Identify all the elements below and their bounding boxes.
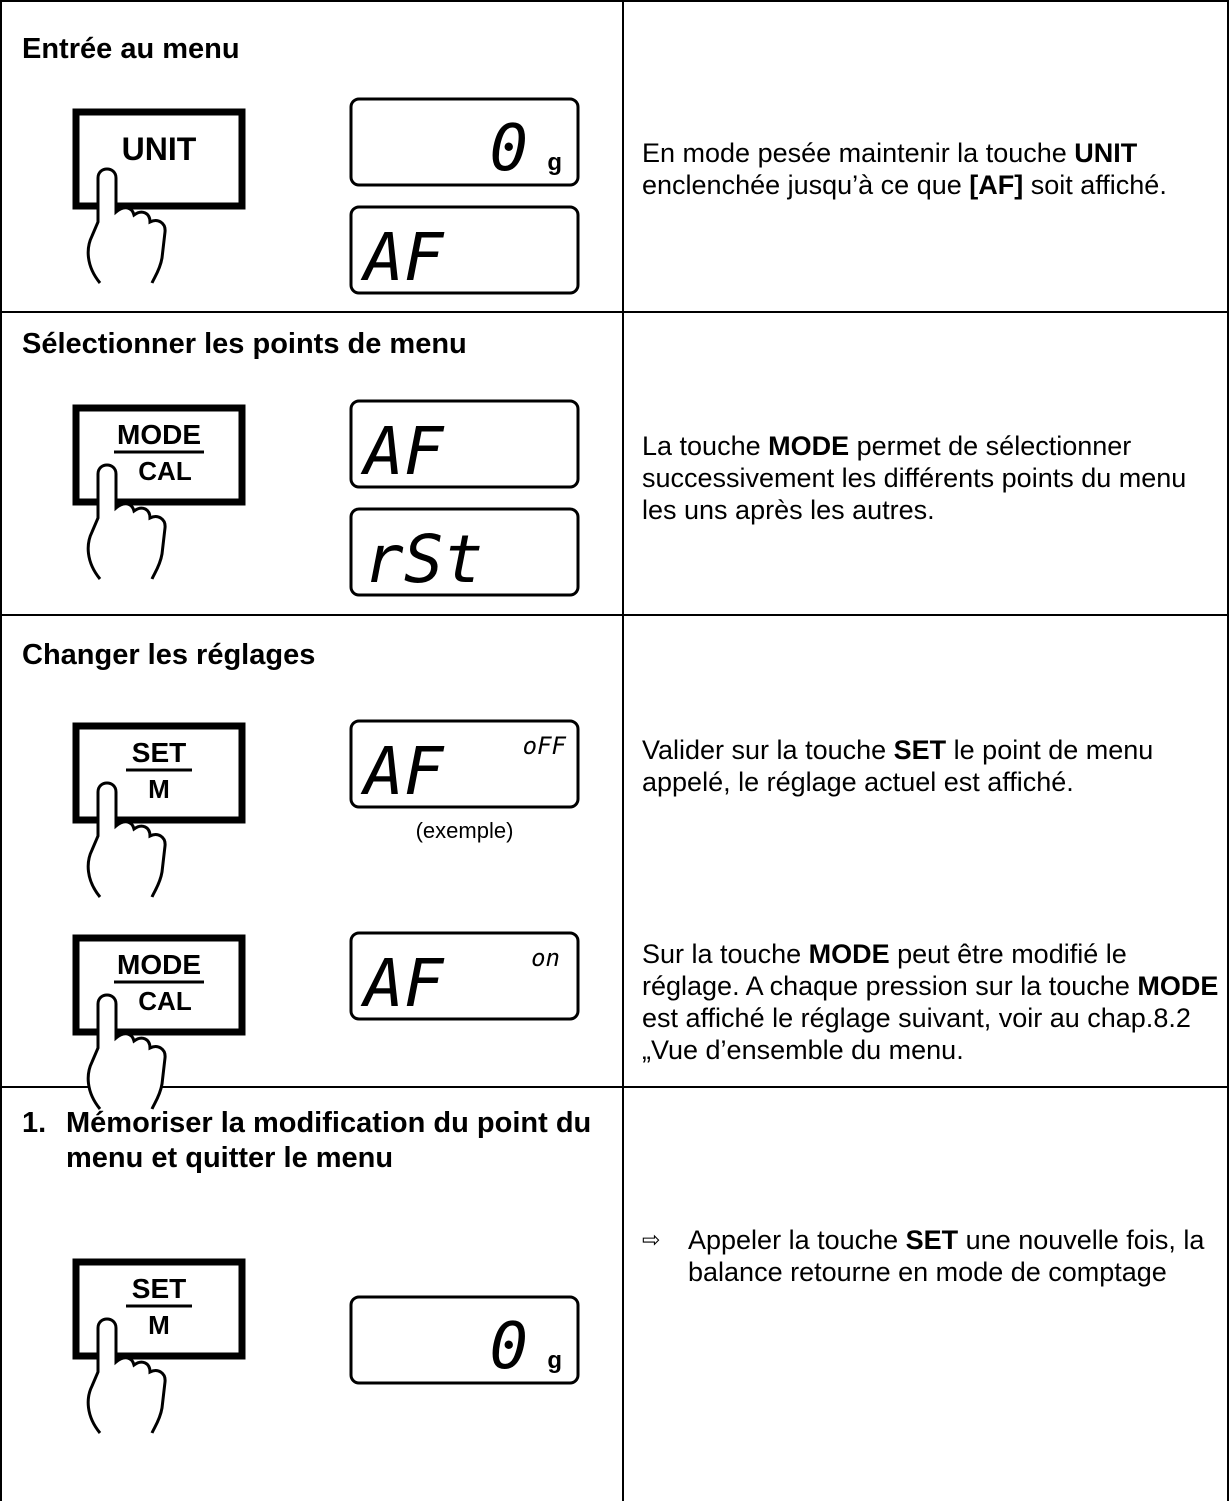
set-key-label: SET — [132, 1273, 186, 1304]
example-caption: (exemple) — [415, 818, 514, 843]
description-validate-set: Valider sur la touche SET le point de me… — [642, 734, 1228, 798]
description-enter-menu: En mode pesée maintenir la touche UNIT e… — [642, 137, 1228, 201]
bullet-text: Appeler la touche SET une nouvelle fois,… — [688, 1224, 1228, 1288]
desc-display-code: [AF] — [969, 170, 1024, 200]
desc-text: permet de sélectionner successivement le… — [642, 431, 1187, 525]
mode-cal-key-icon: MODE CAL — [72, 404, 246, 580]
unit-key-label: UNIT — [122, 131, 197, 167]
desc-key-name: UNIT — [1074, 138, 1138, 168]
step-number: 1. — [22, 1107, 47, 1139]
table-border-left — [0, 0, 2, 1501]
lcd-unit: g — [547, 1347, 562, 1374]
row-divider-1 — [0, 311, 1229, 313]
desc-text: Valider sur la touche — [642, 735, 894, 765]
pointing-hand-icon — [86, 1317, 167, 1434]
cal-key-label: CAL — [138, 986, 192, 1016]
lcd-display-rst: rSt — [349, 507, 580, 598]
row-divider-2 — [0, 614, 1229, 616]
desc-text: le point de menu appelé, le réglage actu… — [642, 735, 1154, 797]
mode-cal-key-icon: MODE CAL — [72, 934, 246, 1110]
pointing-hand-icon — [86, 463, 167, 580]
lcd-display-af-off: AF oFF — [349, 719, 580, 810]
lcd-display-af-on: AF on — [349, 931, 580, 1022]
set-key-label: SET — [132, 737, 186, 768]
desc-key-name: SET — [893, 735, 947, 765]
table-column-divider — [622, 0, 624, 1501]
pointing-hand-icon — [86, 167, 167, 284]
m-key-label: M — [148, 1310, 170, 1340]
lcd-main-value: AF — [360, 413, 445, 490]
desc-text: une nouvelle fois, la balance retourne e… — [688, 1225, 1205, 1287]
table-border-right — [1227, 0, 1229, 1501]
lcd-unit: g — [547, 149, 562, 176]
arrow-bullet-icon: ⇨ — [642, 1227, 661, 1252]
mode-key-label: MODE — [117, 949, 201, 980]
unit-key-icon: UNIT — [72, 108, 246, 284]
mode-key-label: MODE — [117, 419, 201, 450]
desc-text: soit affiché. — [1023, 170, 1167, 200]
lcd-main-value: 0 — [489, 112, 528, 186]
desc-text: En mode pesée maintenir la touche — [642, 138, 1075, 168]
lcd-display-af: AF — [349, 399, 580, 490]
cal-key-label: CAL — [138, 456, 192, 486]
lcd-display-zero: 0 g — [349, 1295, 580, 1385]
set-m-key-icon: SET M — [72, 1258, 246, 1434]
lcd-display-zero: 0 g — [349, 97, 580, 187]
desc-text: Sur la touche — [642, 939, 809, 969]
set-m-key-icon: SET M — [72, 722, 246, 898]
step-title: Mémoriser la modification du point du me… — [66, 1107, 592, 1174]
desc-text: est affiché le réglage suivant, voir au … — [642, 1003, 1191, 1065]
desc-key-name: MODE — [1137, 971, 1219, 1001]
lcd-main-value: 0 — [489, 1310, 528, 1384]
section-title-enter-menu: Entrée au menu — [22, 33, 240, 65]
desc-key-name: MODE — [768, 431, 850, 461]
lcd-setting-value: oFF — [523, 732, 567, 760]
lcd-main-value: AF — [360, 733, 445, 810]
desc-text: Appeler la touche — [688, 1225, 906, 1255]
lcd-setting-value: on — [531, 944, 560, 972]
desc-text: peut être modifié le réglage. A chaque p… — [642, 939, 1138, 1001]
desc-key-name: MODE — [808, 939, 890, 969]
m-key-label: M — [148, 774, 170, 804]
section-title-select-menu-points: Sélectionner les points de menu — [22, 328, 467, 360]
pointing-hand-icon — [86, 993, 167, 1110]
row-divider-3 — [0, 1086, 1229, 1088]
desc-text: La touche — [642, 431, 769, 461]
lcd-main-value: AF — [360, 945, 445, 1022]
description-save-and-exit: ⇨ Appeler la touche SET une nouvelle foi… — [642, 1224, 1228, 1334]
section-title-save-and-exit: 1. Mémoriser la modification du point du… — [22, 1106, 622, 1180]
lcd-main-value: AF — [360, 219, 445, 296]
pointing-hand-icon — [86, 781, 167, 898]
lcd-display-af: AF — [349, 205, 580, 296]
description-select-menu-points: La touche MODE permet de sélectionner su… — [642, 430, 1228, 526]
section-title-change-settings: Changer les réglages — [22, 639, 316, 671]
desc-key-name: SET — [905, 1225, 959, 1255]
description-modify-setting: Sur la touche MODE peut être modifié le … — [642, 938, 1228, 1066]
desc-text: enclenchée jusqu’à ce que — [642, 170, 970, 200]
lcd-main-value: rSt — [364, 521, 483, 598]
table-border-top — [0, 0, 1229, 2]
